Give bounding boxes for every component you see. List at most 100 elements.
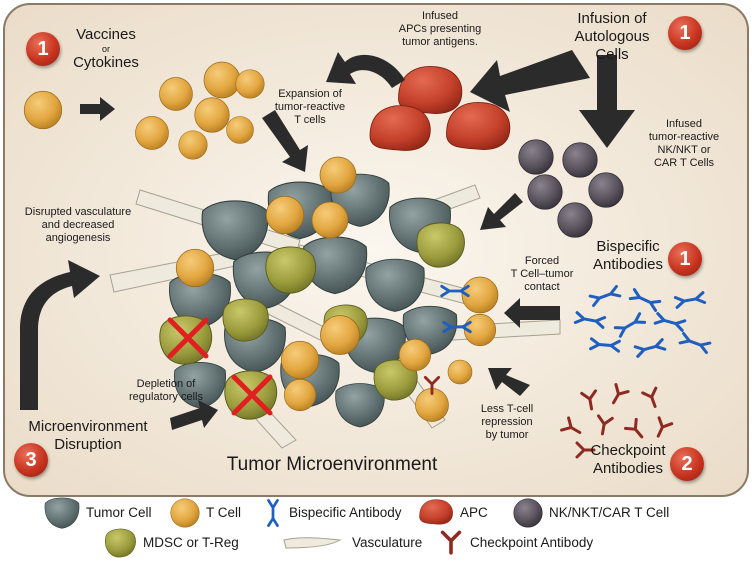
apc-cell xyxy=(446,102,511,150)
t-cell xyxy=(175,248,215,288)
annotation-line: Depletion of xyxy=(136,378,196,390)
t-cell xyxy=(283,378,317,412)
legend-glyphs xyxy=(44,497,543,558)
annotation-line: repression xyxy=(481,416,533,428)
arrow-left-large-icon xyxy=(470,50,590,112)
autologous-line3: Cells xyxy=(595,46,629,63)
arrow-up-left-icon xyxy=(488,368,530,396)
annotation-expansion: Expansion of tumor-reactive T cells xyxy=(275,88,345,127)
mdsc-cell xyxy=(416,222,465,268)
annotation-line: CAR T Cells xyxy=(653,157,715,169)
annotation-vasculature: Disrupted vasculature and decreased angi… xyxy=(25,206,131,245)
arrow-left-curved-icon xyxy=(326,52,405,88)
annotation-line: Infused xyxy=(421,10,459,22)
bispecific-heading: Bispecific Antibodies xyxy=(593,238,663,274)
annotation-infused-nk: Infused tumor-reactive NK/NKT or CAR T C… xyxy=(649,118,719,170)
vaccines-line1: Vaccines xyxy=(76,26,136,43)
t-cell xyxy=(320,315,360,355)
bispecific-antibody-icon xyxy=(267,499,279,527)
checkpoint-line2: Antibodies xyxy=(592,460,664,477)
apc-cell xyxy=(369,105,431,151)
arrow-down-right-icon xyxy=(262,110,308,172)
step-badge-vaccines: 1 xyxy=(26,32,60,66)
t-cell xyxy=(447,359,473,385)
step-badge-microenv: 3 xyxy=(14,443,48,477)
annotation-line: Forced xyxy=(524,255,560,267)
legend-label-tumor-cell: Tumor Cell xyxy=(86,505,152,520)
bispecific-line1: Bispecific xyxy=(596,238,660,255)
annotation-line: NK/NKT or xyxy=(657,144,711,156)
microenv-line1: Microenvironment xyxy=(28,418,148,435)
legend-label-nk-cell: NK/NKT/CAR T Cell xyxy=(549,505,670,520)
nk-cell xyxy=(518,139,554,175)
legend-label-mdsc: MDSC or T-Reg xyxy=(143,535,239,550)
tumor-cell-icon xyxy=(44,497,80,529)
t-cell xyxy=(319,156,357,194)
annotation-depletion: Depletion of regulatory cells xyxy=(129,378,203,404)
annotation-line: T cells xyxy=(294,114,326,126)
t-cell xyxy=(135,116,169,150)
arrows xyxy=(20,50,635,430)
microenv-line2: Disruption xyxy=(54,436,122,453)
annotation-line: tumor-reactive xyxy=(648,131,720,143)
annotation-line: by tumor xyxy=(485,429,529,441)
checkpoint-line1: Checkpoint xyxy=(590,442,666,459)
t-cell xyxy=(194,97,230,133)
annotation-line: contact xyxy=(524,281,560,293)
mdsc-icon xyxy=(105,528,136,558)
checkpoint-antibody-icon xyxy=(440,530,462,555)
legend-label-vasculature: Vasculature xyxy=(352,535,423,550)
legend-label-bispecific-antibody: Bispecific Antibody xyxy=(289,505,402,520)
annotation-less-tcell: Less T-cell repression by tumor xyxy=(481,403,533,442)
arrow-down-large-icon xyxy=(579,55,635,148)
nk-cell xyxy=(588,172,624,208)
vaccines-heading: Vaccines or Cytokines xyxy=(73,26,139,72)
annotation-infused-apc: Infused APCs presenting tumor antigens. xyxy=(399,10,482,49)
annotation-line: angiogenesis xyxy=(45,232,111,244)
arrow-left-icon xyxy=(504,298,560,328)
annotation-line: APCs presenting xyxy=(398,23,482,35)
legend-label-apc: APC xyxy=(460,505,488,520)
nk-cell xyxy=(557,202,593,238)
annotation-line: regulatory cells xyxy=(129,391,203,403)
arrow-right-small-icon xyxy=(170,400,218,430)
step-badge-checkpoint: 2 xyxy=(670,447,704,481)
vaccines-line2: Cytokines xyxy=(73,54,139,71)
annotation-line: tumor antigens. xyxy=(402,36,478,48)
t-cell xyxy=(203,61,241,99)
step-badge-bispecific: 1 xyxy=(668,242,702,276)
annotation-line: Expansion of xyxy=(278,88,342,100)
mdsc-cell xyxy=(265,246,317,294)
t-cell xyxy=(226,116,254,144)
annotation-line: Less T-cell xyxy=(480,403,534,415)
vaccines-or: or xyxy=(101,44,111,54)
t-cell xyxy=(311,201,349,239)
bispecific-line2: Antibodies xyxy=(592,256,664,273)
t-cell-icon xyxy=(170,498,200,528)
t-cell xyxy=(265,195,305,235)
nk-cell xyxy=(562,142,598,178)
annotation-forced-contact: Forced T Cell–tumor contact xyxy=(511,255,574,294)
diagram-title: Tumor Microenvironment xyxy=(226,454,438,475)
annotation-line: Infused xyxy=(665,118,703,130)
autologous-heading: Infusion of Autologous Cells xyxy=(574,10,649,64)
annotation-line: Disrupted vasculature xyxy=(24,206,132,218)
t-cell xyxy=(23,90,63,130)
t-cell xyxy=(159,77,193,111)
nk-cell-icon xyxy=(513,498,543,528)
t-cell xyxy=(178,130,208,160)
mdsc-cell xyxy=(222,298,269,342)
legend-label-checkpoint-antibody: Checkpoint Antibody xyxy=(470,535,594,550)
autologous-line1: Infusion of xyxy=(577,10,647,27)
t-cell xyxy=(398,338,432,372)
microenv-heading: Microenvironment Disruption xyxy=(28,418,147,454)
t-cell xyxy=(280,340,320,380)
arrow-right-icon xyxy=(80,97,115,121)
annotation-line: T Cell–tumor xyxy=(510,268,574,280)
arrow-down-left-icon xyxy=(480,193,523,230)
annotation-line: and decreased xyxy=(41,219,115,231)
arrow-curved-up-icon xyxy=(20,260,100,410)
apc-icon xyxy=(419,499,453,525)
annotation-line: tumor-reactive xyxy=(274,101,346,113)
